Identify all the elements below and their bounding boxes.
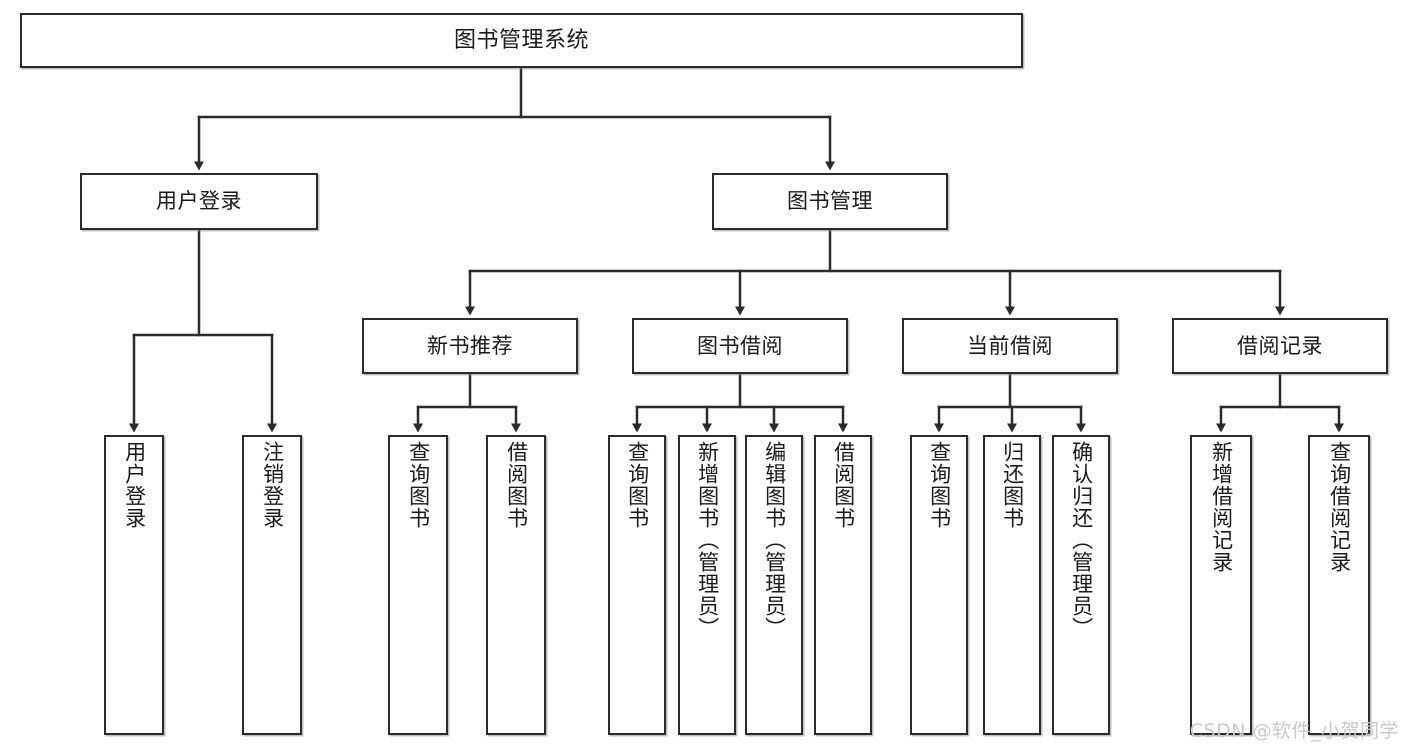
node-label: 借阅图书 [504, 441, 529, 529]
node-leaf-rec-search[interactable]: 查询借阅记录 [1308, 435, 1370, 735]
node-label: 图书管理系统 [453, 27, 589, 53]
node-label: 新增借阅记录 [1209, 441, 1234, 573]
node-new-book-rec[interactable]: 新书推荐 [362, 318, 578, 374]
node-label: 查询图书 [406, 441, 431, 529]
node-leaf-borrow-do[interactable]: 借阅图书 [814, 435, 872, 735]
node-book-manage[interactable]: 图书管理 [712, 173, 948, 230]
node-label: 用户登录 [122, 441, 147, 529]
node-user-login[interactable]: 用户登录 [80, 173, 318, 230]
node-label: 查询图书 [625, 441, 650, 529]
node-label: 借阅图书 [831, 441, 856, 529]
csdn-watermark: CSDN @软件_小贺同学 [1189, 720, 1399, 742]
node-label: 归还图书 [1000, 441, 1025, 529]
node-current-borrow[interactable]: 当前借阅 [902, 318, 1118, 374]
node-leaf-rec-add[interactable]: 新增借阅记录 [1190, 435, 1252, 735]
node-label: 编辑图书（管理员） [762, 441, 787, 639]
node-leaf-cur-confirm[interactable]: 确认归还（管理员） [1052, 435, 1110, 735]
node-leaf-borrow-edit[interactable]: 编辑图书（管理员） [745, 435, 803, 735]
node-leaf-user-logout[interactable]: 注销登录 [242, 435, 302, 735]
node-label: 图书管理 [787, 189, 873, 214]
node-label: 查询借阅记录 [1327, 441, 1352, 573]
node-label: 查询图书 [927, 441, 952, 529]
node-label: 用户登录 [156, 189, 242, 214]
node-label: 当前借阅 [967, 333, 1053, 358]
node-label: 新书推荐 [427, 333, 513, 358]
node-leaf-rec-query[interactable]: 查询图书 [388, 435, 448, 735]
node-leaf-user-login[interactable]: 用户登录 [104, 435, 164, 735]
node-root[interactable]: 图书管理系统 [20, 13, 1023, 68]
node-label: 新增图书（管理员） [695, 441, 720, 639]
node-label: 确认归还（管理员） [1069, 441, 1094, 639]
node-borrow-record[interactable]: 借阅记录 [1172, 318, 1388, 374]
node-leaf-cur-return[interactable]: 归还图书 [983, 435, 1041, 735]
node-label: 借阅记录 [1237, 333, 1323, 358]
node-label: 图书借阅 [697, 333, 783, 358]
node-book-borrow[interactable]: 图书借阅 [632, 318, 848, 374]
node-label: 注销登录 [260, 441, 285, 529]
node-leaf-rec-borrow[interactable]: 借阅图书 [486, 435, 546, 735]
node-leaf-borrow-add[interactable]: 新增图书（管理员） [678, 435, 736, 735]
node-leaf-borrow-query[interactable]: 查询图书 [608, 435, 666, 735]
node-leaf-cur-query[interactable]: 查询图书 [910, 435, 968, 735]
